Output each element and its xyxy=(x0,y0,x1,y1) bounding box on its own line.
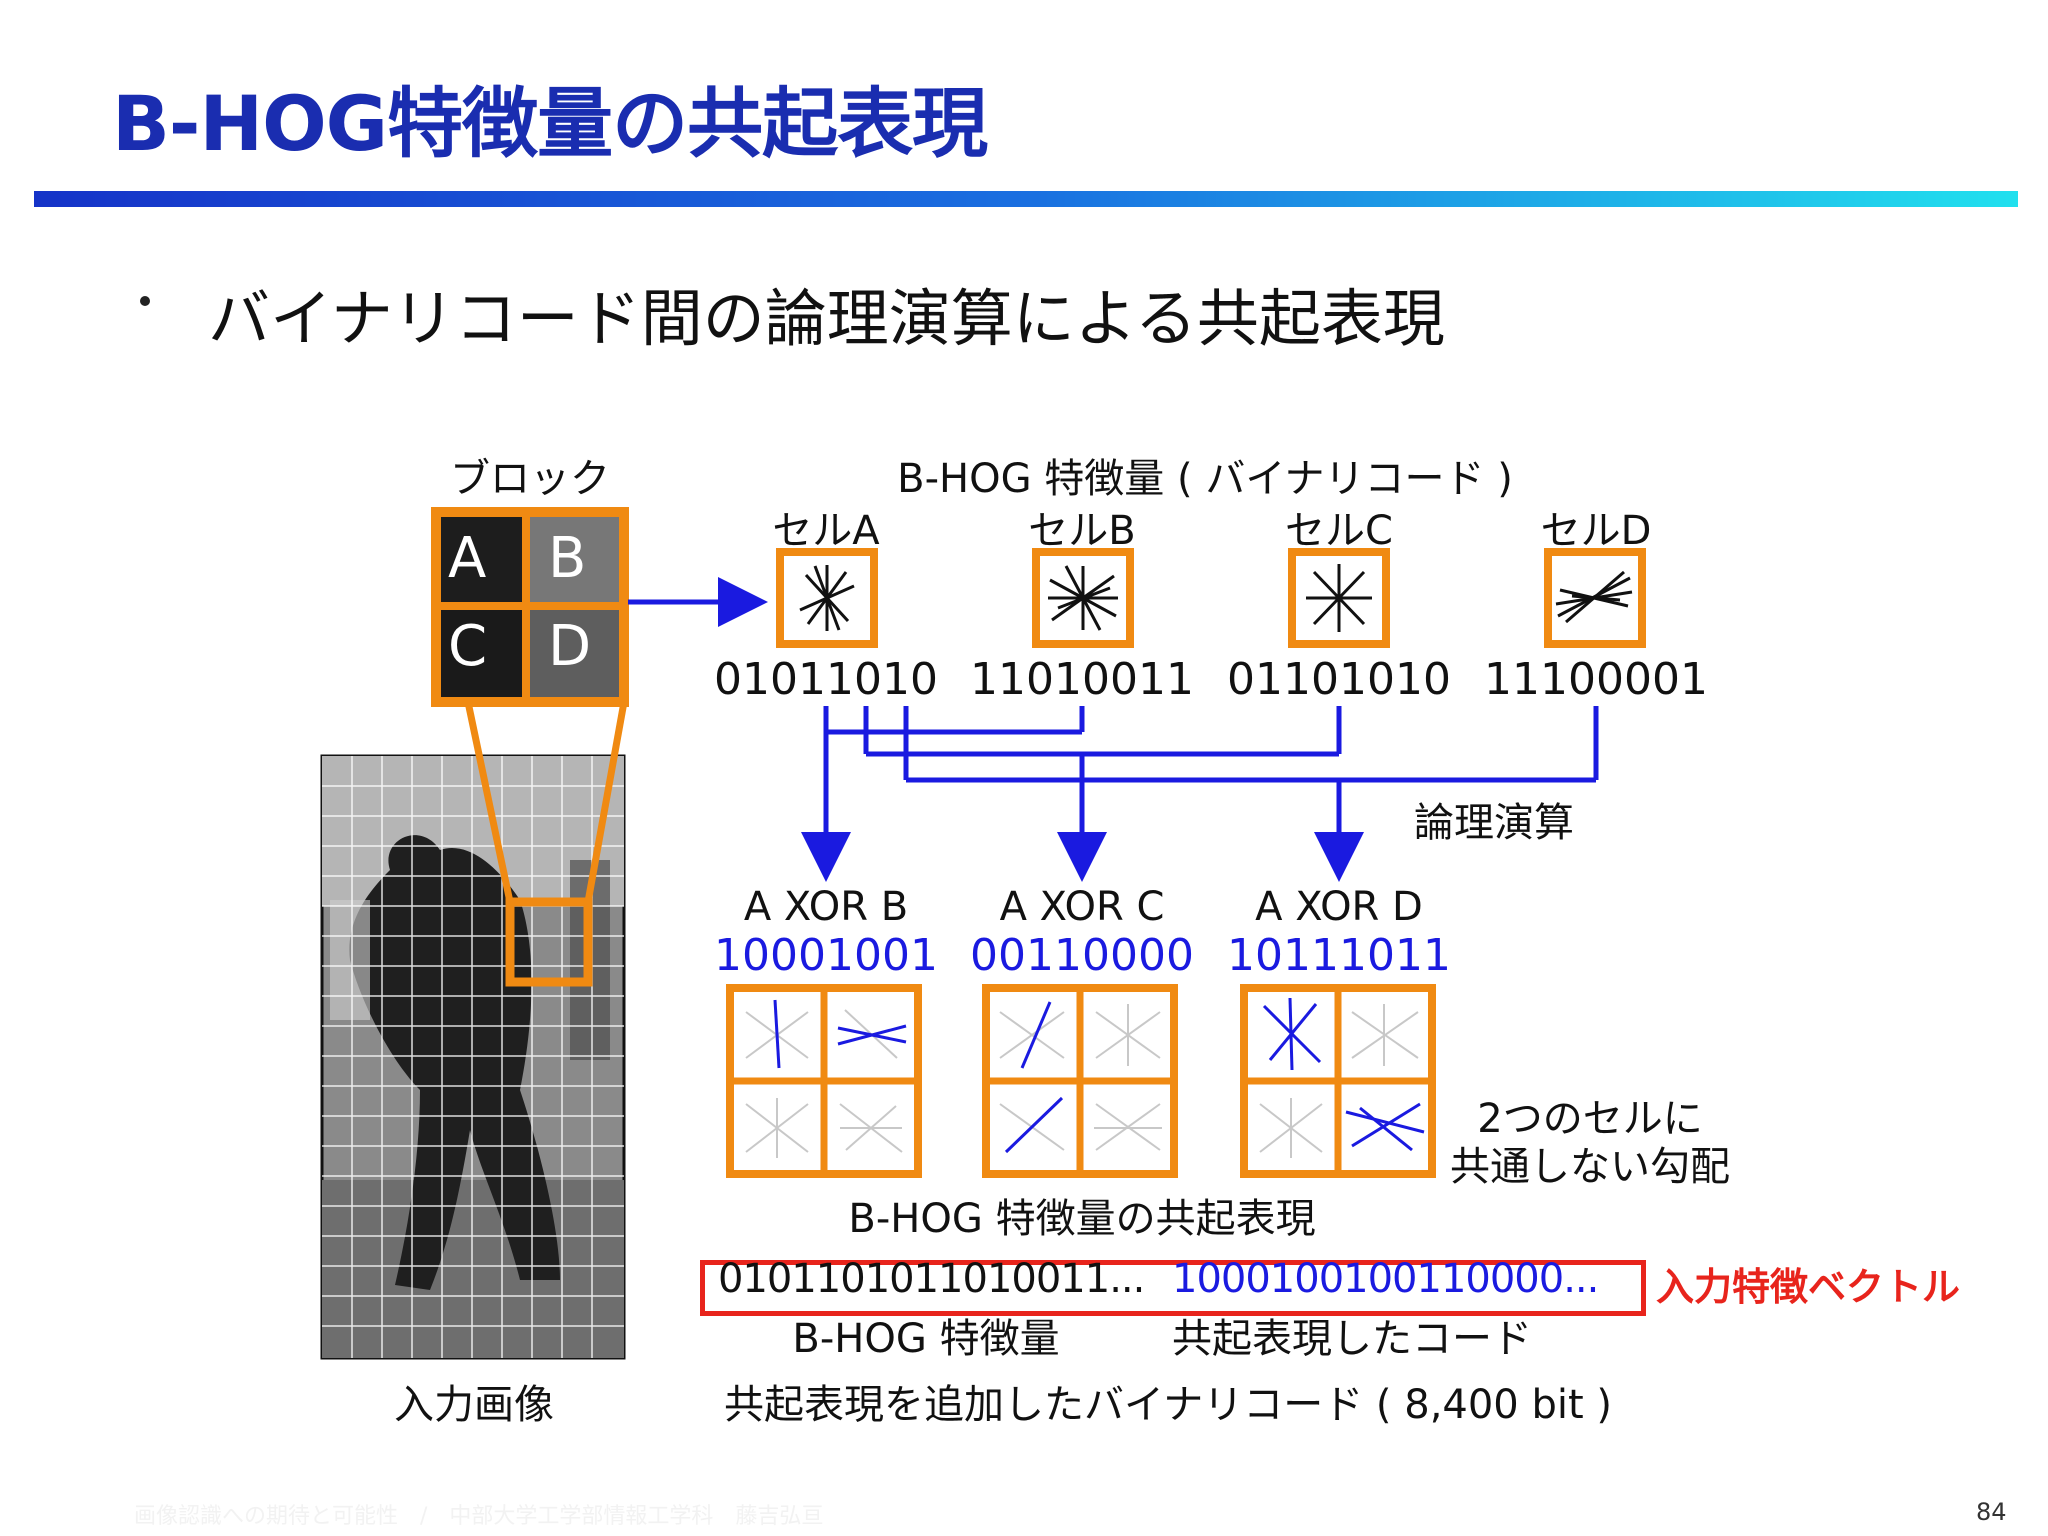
xor-ab-label: A XOR B xyxy=(743,884,909,930)
xor-ac-code: 00110000 xyxy=(970,930,1194,981)
vector-part-bhog-label: B-HOG 特徴量 xyxy=(792,1316,1060,1362)
xor-ab-code: 10001001 xyxy=(714,930,938,981)
xor-ad-label: A XOR D xyxy=(1255,884,1423,930)
block-cell-b: B xyxy=(548,526,587,591)
xor-grid-ad xyxy=(1240,984,1436,1178)
cell-d-box xyxy=(1544,548,1646,648)
slide-title: B-HOG特徴量の共起表現 xyxy=(112,79,988,168)
bullet-text: バイナリコード間の論理演算による共起表現 xyxy=(208,282,1445,355)
bullet-dot xyxy=(140,296,150,306)
logic-operation-label: 論理演算 xyxy=(1414,800,1574,846)
block-cell-d: D xyxy=(548,614,592,679)
cell-d-code: 11100001 xyxy=(1484,654,1708,705)
vector-bits-bhog: 0101101011010011... xyxy=(718,1256,1145,1302)
title-underline-bar xyxy=(34,191,2018,207)
uncommon-note-line1: 2つのセルに xyxy=(1477,1096,1703,1142)
page-number: 84 xyxy=(1976,1498,2007,1526)
cell-b-box xyxy=(1032,548,1134,648)
input-feature-vector-label: 入力特徴ベクトル xyxy=(1656,1265,1961,1309)
cell-c-name: セルC xyxy=(1285,508,1393,554)
vector-part-cooccurrence-label: 共起表現したコード xyxy=(1172,1316,1532,1362)
feature-vector-box xyxy=(700,1260,1646,1316)
zoom-lines xyxy=(464,701,628,903)
cooccurrence-caption: B-HOG 特徴量の共起表現 xyxy=(848,1196,1316,1242)
xor-grid-ac xyxy=(982,984,1178,1178)
slide-footer: 画像認識への期待と可能性 / 中部大学工学部情報工学科 藤吉弘亘 xyxy=(134,1504,824,1529)
input-image xyxy=(320,754,626,1360)
cell-a-code: 01011010 xyxy=(714,654,938,705)
xor-arrows xyxy=(801,800,1364,882)
xor-grid-ab xyxy=(726,984,922,1178)
binary-code-caption: 共起表現を追加したバイナリコード ( 8,400 bit ) xyxy=(724,1382,1612,1428)
feature-heading: B-HOG 特徴量 ( バイナリコード ) xyxy=(897,456,1513,502)
cell-c-box xyxy=(1288,548,1390,648)
block-cell-c: C xyxy=(448,614,488,679)
cell-b-code: 11010011 xyxy=(970,654,1194,705)
uncommon-note-line2: 共通しない勾配 xyxy=(1450,1144,1730,1190)
cell-d-name: セルD xyxy=(1540,508,1652,554)
cell-c-code: 01101010 xyxy=(1227,654,1451,705)
xor-ac-label: A XOR C xyxy=(999,884,1165,930)
block-2x2 xyxy=(431,507,629,707)
xor-ad-code: 10111011 xyxy=(1227,930,1451,981)
cell-a-name: セルA xyxy=(772,508,880,554)
cell-b-name: セルB xyxy=(1028,508,1136,554)
block-label: ブロック xyxy=(450,456,610,502)
block-cell-a: A xyxy=(448,526,487,591)
vector-bits-cooccurrence: 1000100100110000... xyxy=(1172,1256,1599,1302)
selected-block-marker xyxy=(505,897,593,987)
cell-a-box xyxy=(776,548,878,648)
input-image-label: 入力画像 xyxy=(394,1382,554,1428)
